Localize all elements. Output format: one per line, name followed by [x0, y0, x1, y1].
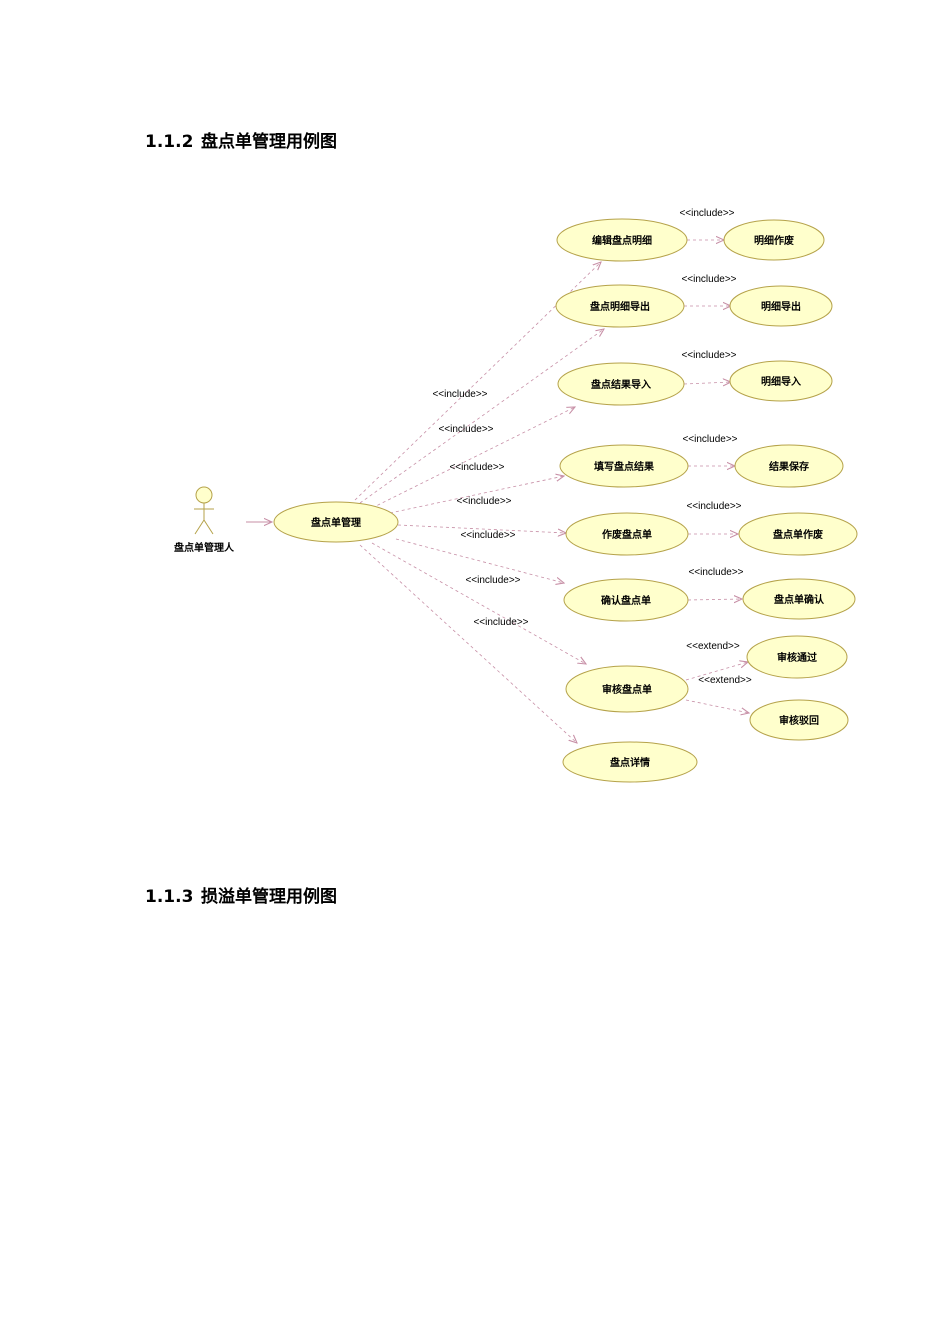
relation-label: <<include>>: [449, 462, 504, 473]
relation-label: <<include>>: [681, 274, 736, 285]
usecase-label: 确认盘点单: [601, 594, 651, 607]
relation-label: <<include>>: [465, 575, 520, 586]
usecase-label: 结果保存: [769, 460, 809, 473]
actor-head: [195, 486, 213, 504]
usecase-label: 盘点单管理: [311, 516, 361, 529]
usecase-import-result[interactable]: [557, 362, 685, 406]
section-title: 损溢单管理用例图: [201, 887, 337, 907]
relation-label: <<include>>: [456, 496, 511, 507]
section-title: 盘点单管理用例图: [201, 132, 337, 152]
usecase-label: 明细导出: [761, 300, 801, 313]
include-line-void-sheet: [397, 524, 566, 533]
usecase-label: 明细导入: [761, 375, 801, 388]
relation-label: <<include>>: [688, 567, 743, 578]
usecase-confirm-sheet[interactable]: [563, 578, 689, 622]
usecase-sheet-confirm[interactable]: [742, 578, 856, 620]
include-line-confirm-sheet: [395, 538, 564, 583]
relation-label: <<include>>: [686, 501, 741, 512]
usecase-label: 盘点单确认: [774, 593, 825, 606]
usecase-sheet-void[interactable]: [738, 512, 858, 556]
usecase-void-sheet[interactable]: [565, 512, 689, 556]
usecase-label: 盘点明细导出: [590, 300, 650, 313]
actor-figure[interactable]: [194, 486, 214, 535]
usecase-label: 填写盘点结果: [594, 460, 655, 473]
relation-label: <<include>>: [679, 208, 734, 219]
actor-leg-left: [194, 519, 205, 535]
relation-label: <<include>>: [438, 424, 493, 435]
include-line-import-result: [371, 407, 575, 509]
usecase-label: 盘点详情: [610, 756, 650, 769]
extend-line-audit-pass: [685, 662, 748, 681]
include-line-audit-sheet: [371, 542, 586, 664]
usecase-item-import[interactable]: [729, 360, 833, 402]
relation-label: <<include>>: [460, 530, 515, 541]
include-line-item-import: [683, 382, 731, 384]
usecase-label: 审核通过: [777, 651, 817, 664]
usecase-void-item[interactable]: [723, 219, 825, 261]
include-line-sheet-confirm: [687, 599, 742, 600]
usecase-fill-result[interactable]: [559, 444, 689, 488]
use-case-diagram: 盘点单管理人 <<include>> <<include>> <<include…: [174, 208, 858, 783]
section-heading-1-1-3: 1.1.3 损溢单管理用例图: [145, 882, 337, 907]
section-number: 1.1.2: [145, 132, 194, 152]
relation-label: <<include>>: [473, 617, 528, 628]
usecase-label: 作废盘点单: [602, 528, 652, 541]
extend-line-audit-reject: [685, 699, 749, 713]
include-line-fill-result: [389, 476, 564, 514]
usecase-result-save[interactable]: [734, 444, 844, 488]
actor-label: 盘点单管理人: [174, 541, 235, 554]
include-line-detail-view: [359, 544, 577, 743]
section-heading-1-1-2: 1.1.2 盘点单管理用例图: [145, 127, 337, 152]
relation-label: <<include>>: [432, 389, 487, 400]
usecase-label: 盘点结果导入: [591, 378, 651, 391]
relation-label: <<include>>: [682, 434, 737, 445]
usecase-audit-reject[interactable]: [749, 699, 849, 741]
usecase-export-detail[interactable]: [555, 284, 685, 328]
usecase-item-export[interactable]: [729, 285, 833, 327]
usecase-label: 盘点单作废: [773, 528, 823, 541]
usecase-audit-pass[interactable]: [746, 635, 848, 679]
actor-leg-right: [203, 519, 214, 535]
usecase-detail-view[interactable]: [562, 741, 698, 783]
include-line-export-detail: [359, 329, 604, 504]
usecase-main[interactable]: [273, 501, 399, 543]
relation-label: <<include>>: [681, 350, 736, 361]
usecase-audit-sheet[interactable]: [565, 665, 689, 713]
relation-label: <<extend>>: [698, 675, 752, 686]
usecase-label: 编辑盘点明细: [592, 234, 652, 247]
relation-label: <<extend>>: [686, 641, 740, 652]
usecase-edit-detail[interactable]: [556, 218, 688, 262]
usecase-label: 审核盘点单: [602, 683, 652, 696]
section-number: 1.1.3: [145, 887, 194, 907]
usecase-label: 明细作废: [754, 234, 794, 247]
usecase-label: 审核驳回: [779, 714, 819, 727]
